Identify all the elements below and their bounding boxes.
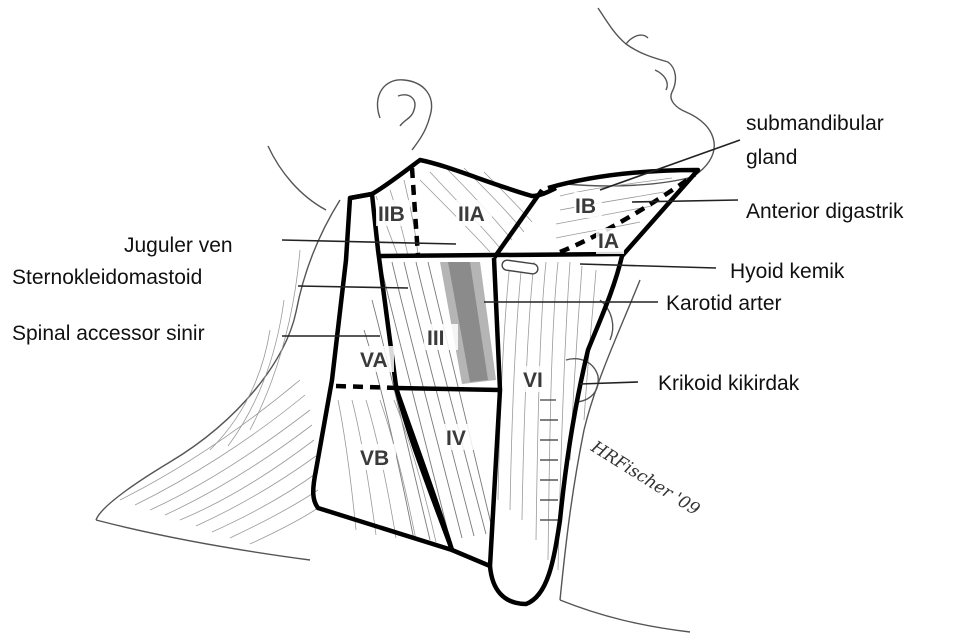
level-ia: IA [598, 230, 619, 253]
level-ib: IB [575, 195, 596, 218]
level-vi: VI [523, 369, 543, 392]
label-anterior-digastrik: Anterior digastrik [746, 200, 904, 223]
level-va: VA [360, 349, 388, 372]
level-iv: IV [446, 427, 466, 450]
level-iii: III [427, 327, 445, 350]
label-karotid-arter: Karotid arter [666, 292, 782, 315]
level-vb: VB [360, 447, 389, 470]
label-sternokleidomastoid: Sternokleidomastoid [12, 266, 202, 289]
label-krikoid-kikirdak: Krikoid kikirdak [658, 372, 800, 395]
label-hyoid-kemik: Hyoid kemik [730, 260, 845, 283]
label-submandibular: submandibular [746, 112, 884, 135]
label-gland: gland [746, 146, 797, 169]
level-boundaries [313, 160, 698, 604]
level-iib: IIB [378, 203, 405, 226]
label-spinal-accessor: Spinal accessor sinir [12, 322, 205, 345]
head-neck-outline [96, 8, 714, 632]
artist-signature: HRFischer '09 [587, 437, 704, 520]
level-iia: IIA [458, 203, 485, 226]
label-juguler-ven: Juguler ven [124, 234, 233, 257]
